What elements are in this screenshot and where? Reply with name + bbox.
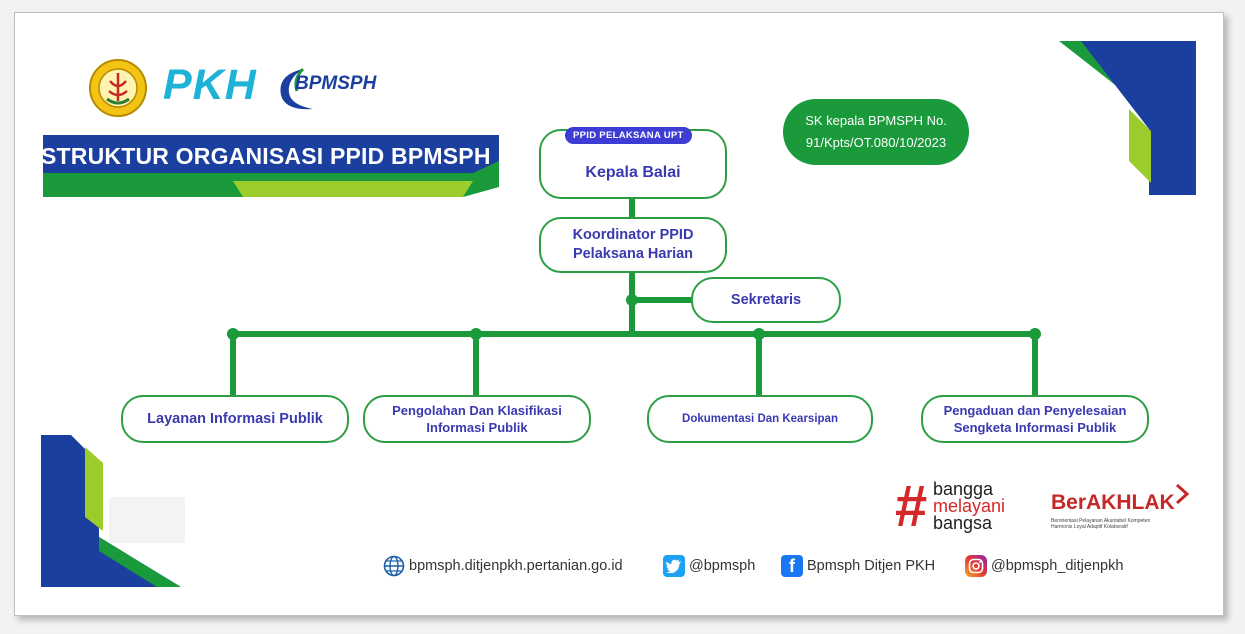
sk-line-1: SK kepala BPMSPH No. xyxy=(805,113,947,128)
bangga-line-1: bangga xyxy=(933,479,994,499)
node-koordinator-line-2: Pelaksana Harian xyxy=(572,246,694,262)
berakhlak-logo: BerAKHLAK Berorientasi Pelayanan Akuntab… xyxy=(1051,483,1201,533)
corner-decoration-bottom-left xyxy=(41,435,181,587)
twitter-icon xyxy=(663,555,685,577)
footer-facebook-text: Bpmsph Ditjen PKH xyxy=(807,558,936,574)
placeholder-block xyxy=(109,497,185,543)
bangga-line-3: bangsa xyxy=(933,513,993,533)
node-koordinator-ppid: Koordinator PPID Pelaksana Harian xyxy=(539,217,727,273)
sk-decree-badge: SK kepala BPMSPH No. 91/Kpts/OT.080/10/2… xyxy=(783,99,969,165)
bangga-melayani-logo: # bangga melayani bangsa xyxy=(895,474,1035,539)
node-layanan-informasi-publik: Layanan Informasi Publik xyxy=(121,395,349,443)
node-koordinator-line-1: Koordinator PPID xyxy=(572,227,694,243)
instagram-icon xyxy=(965,555,987,577)
chevron-icon xyxy=(1175,483,1189,505)
footer-instagram[interactable]: @bpmsph_ditjenpkh xyxy=(965,555,1123,577)
footer-facebook[interactable]: f Bpmsph Ditjen PKH xyxy=(781,555,935,577)
unit-2-line-1: Pengolahan Dan Klasifikasi xyxy=(392,403,562,418)
bpmsph-logo: BPMSPH xyxy=(295,73,377,94)
title-banner xyxy=(43,135,499,197)
bangga-line-2: melayani xyxy=(933,496,1006,516)
connector-horizontal xyxy=(233,331,1037,337)
node-sekretaris: Sekretaris xyxy=(691,277,841,323)
node-kepala-balai-label: Kepala Balai xyxy=(585,163,681,181)
globe-icon xyxy=(383,555,405,577)
corner-decoration-top-right xyxy=(1059,41,1196,195)
connector-drop-1 xyxy=(230,337,236,395)
berakhlak-wordmark: BerAKHLAK xyxy=(1051,491,1175,514)
connector-top-vertical xyxy=(629,199,635,221)
unit-3-line-1: Dokumentasi Dan Kearsipan xyxy=(682,412,838,425)
connector-drop-4 xyxy=(1032,337,1038,395)
footer-instagram-text: @bpmsph_ditjenpkh xyxy=(991,558,1124,574)
sk-line-2: 91/Kpts/OT.080/10/2023 xyxy=(805,135,947,150)
footer-twitter-text: @bpmsph xyxy=(689,558,756,574)
footer-website[interactable]: bpmsph.ditjenpkh.pertanian.go.id xyxy=(383,555,623,577)
node-sekretaris-label: Sekretaris xyxy=(730,291,802,308)
kementan-logo xyxy=(89,59,147,117)
unit-4-line-1: Pengaduan dan Penyelesaian xyxy=(943,403,1127,418)
berakhlak-tagline-1: Berorientasi Pelayanan Akuntabel Kompete… xyxy=(1051,518,1151,524)
footer-twitter[interactable]: @bpmsph xyxy=(663,555,755,577)
footer-website-text: bpmsph.ditjenpkh.pertanian.go.id xyxy=(409,558,623,574)
bpmsph-logo-swoosh-icon xyxy=(280,67,313,110)
facebook-icon: f xyxy=(781,555,803,577)
connector-dot-secretary xyxy=(626,294,638,306)
connector-drop-2 xyxy=(473,337,479,395)
connector-drop-3 xyxy=(756,337,762,395)
pkh-logo: PKH xyxy=(163,61,257,109)
unit-2-line-2: Informasi Publik xyxy=(426,420,528,435)
node-pengaduan-sengketa: Pengaduan dan Penyelesaian Sengketa Info… xyxy=(921,395,1149,443)
hashtag-icon: # xyxy=(895,474,928,539)
badge-ppid-pelaksana-upt: PPID PELAKSANA UPT xyxy=(565,127,692,144)
connector-secretary xyxy=(632,297,692,303)
page-title: STRUKTUR ORGANISASI PPID BPMSPH xyxy=(41,143,491,169)
unit-4-line-2: Sengketa Informasi Publik xyxy=(953,420,1117,435)
unit-1-line-1: Layanan Informasi Publik xyxy=(147,410,323,427)
node-dokumentasi-kearsipan: Dokumentasi Dan Kearsipan xyxy=(647,395,873,443)
node-pengolahan-klasifikasi: Pengolahan Dan Klasifikasi Informasi Pub… xyxy=(363,395,591,443)
org-chart-card: PKH BPMSPH STRUKTUR ORGANISASI PPID BPMS… xyxy=(14,12,1224,616)
berakhlak-tagline-2: Harmonis Loyal Adaptif Kolaboratif xyxy=(1051,524,1128,530)
